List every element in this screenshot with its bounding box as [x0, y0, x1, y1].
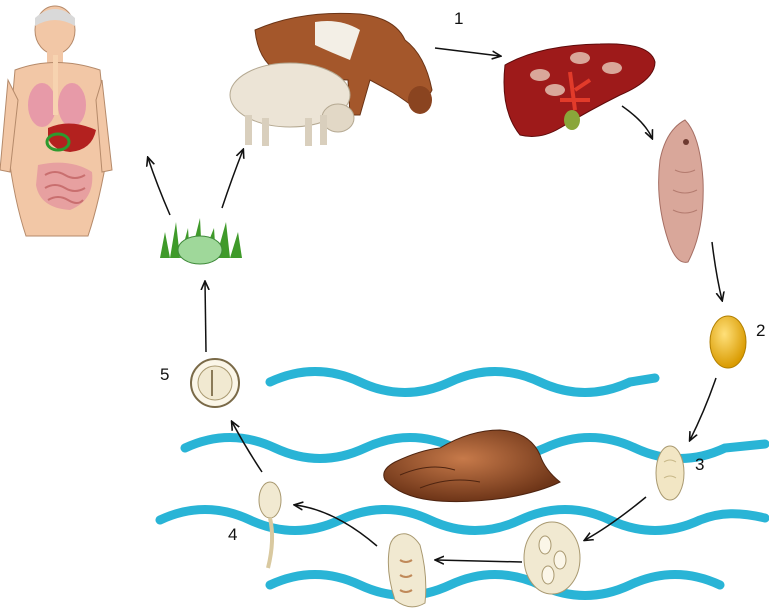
miracidium-icon	[656, 446, 684, 500]
redia-icon	[388, 534, 425, 607]
step-label-1: 1	[454, 9, 463, 28]
human-anatomy-icon	[0, 6, 112, 236]
step-label-3: 3	[695, 455, 704, 474]
egg-icon	[710, 316, 746, 368]
adult-fluke-icon	[659, 120, 704, 262]
sporocyst-icon	[524, 522, 580, 594]
grass-plant-icon	[160, 218, 242, 264]
step-label-2: 2	[756, 321, 765, 340]
sheep-icon	[230, 63, 354, 146]
liver-icon	[504, 44, 655, 137]
step-label-5: 5	[160, 365, 169, 384]
metacercaria-icon	[191, 359, 239, 407]
step-label-4: 4	[228, 525, 237, 544]
